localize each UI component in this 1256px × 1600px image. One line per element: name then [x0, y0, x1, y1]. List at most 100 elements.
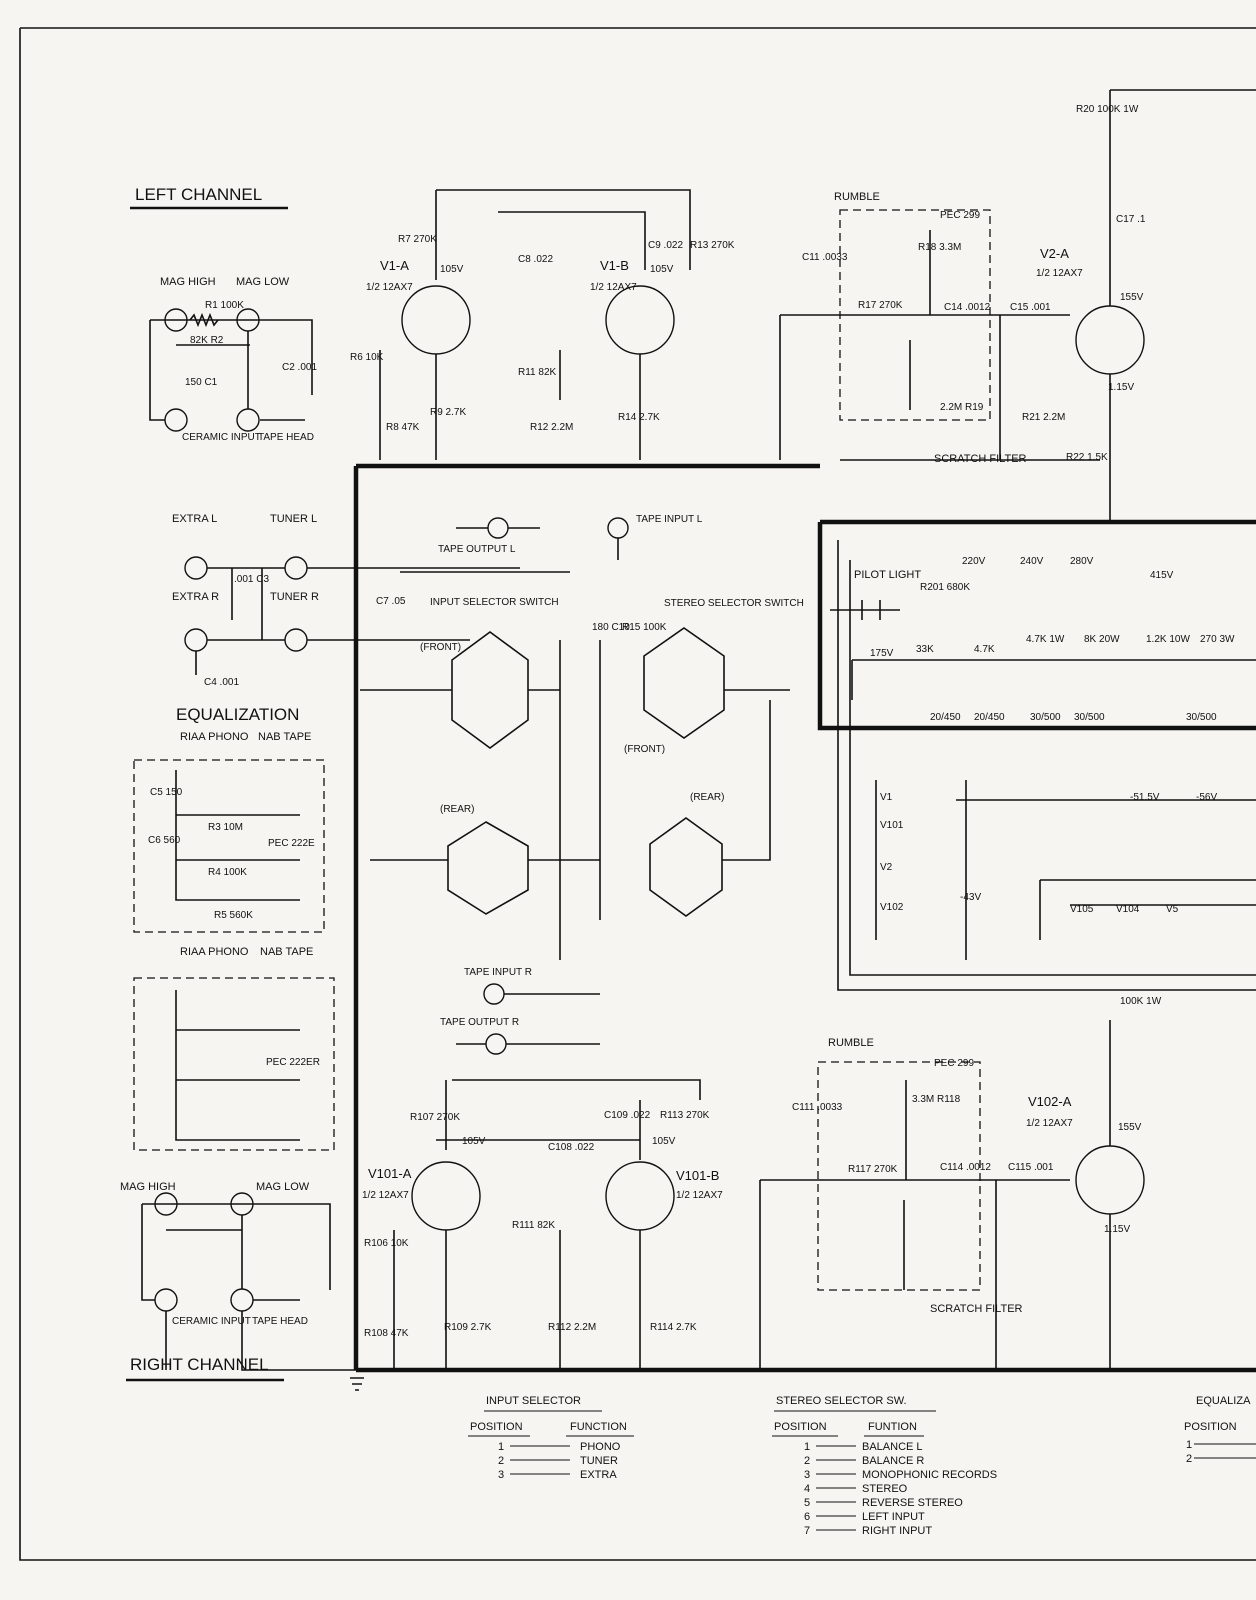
svg-text:R12 2.2M: R12 2.2M	[530, 422, 573, 433]
svg-text:1: 1	[804, 1441, 810, 1453]
filter-upper: RUMBLE PEC 299 SCRATCH FILTER C11 .0033 …	[779, 89, 1256, 520]
rumble-label-upper: RUMBLE	[834, 191, 880, 203]
legend-input-selector: INPUT SELECTOR POSITION FUNCTION 1 PHONO…	[468, 1395, 634, 1481]
svg-text:POSITION: POSITION	[774, 1421, 827, 1433]
svg-text:REVERSE STEREO: REVERSE STEREO	[862, 1497, 963, 1509]
svg-text:2: 2	[804, 1455, 810, 1467]
svg-text:C14 .0012: C14 .0012	[944, 302, 991, 313]
svg-text:C9 .022: C9 .022	[648, 240, 683, 251]
v1b-tube	[605, 285, 675, 355]
svg-text:-51.5V: -51.5V	[1130, 792, 1160, 803]
svg-text:1/2 12AX7: 1/2 12AX7	[590, 282, 637, 293]
ground-bus-left	[353, 463, 1256, 1373]
svg-text:R22 1.5K: R22 1.5K	[1066, 452, 1108, 463]
svg-text:R106 10K: R106 10K	[364, 1238, 409, 1249]
v2a-tube	[1075, 305, 1145, 375]
svg-text:R6 10K: R6 10K	[350, 352, 384, 363]
svg-text:C108 .022: C108 .022	[548, 1142, 595, 1153]
svg-text:RIGHT INPUT: RIGHT INPUT	[862, 1525, 932, 1537]
svg-text:2: 2	[1186, 1453, 1192, 1465]
svg-text:220V: 220V	[962, 556, 986, 567]
svg-text:V104: V104	[1116, 904, 1140, 915]
svg-text:105V: 105V	[462, 1136, 486, 1147]
svg-text:-56V: -56V	[1196, 792, 1217, 803]
svg-text:1.2K 10W: 1.2K 10W	[1146, 634, 1190, 645]
input-selector-legend-title: INPUT SELECTOR	[486, 1395, 581, 1407]
svg-text:R15 100K: R15 100K	[622, 622, 667, 633]
svg-text:270 3W: 270 3W	[1200, 634, 1235, 645]
svg-text:R113 270K: R113 270K	[660, 1110, 710, 1121]
svg-text:C15 .001: C15 .001	[1010, 302, 1051, 313]
tape-input-r-jack	[483, 983, 505, 1005]
svg-text:30/500: 30/500	[1074, 712, 1105, 723]
power-supply-box	[817, 519, 1256, 731]
svg-text:3: 3	[498, 1469, 504, 1481]
svg-text:(FRONT): (FRONT)	[420, 642, 461, 653]
ceramic-jack-r	[154, 1288, 178, 1312]
svg-text:8K 20W: 8K 20W	[1084, 634, 1120, 645]
svg-text:(REAR): (REAR)	[440, 804, 474, 815]
pilot-light-label: PILOT LIGHT	[854, 569, 921, 581]
svg-text:105V: 105V	[652, 1136, 676, 1147]
svg-text:33K: 33K	[916, 644, 934, 655]
svg-text:280V: 280V	[1070, 556, 1094, 567]
equalization-title: EQUALIZATION	[176, 705, 299, 724]
left-phono-inputs: MAG HIGH MAG LOW R1 100K 82K R2 C2 .001 …	[149, 276, 317, 443]
svg-text:C5 150: C5 150	[150, 787, 183, 798]
svg-text:4.7K: 4.7K	[974, 644, 995, 655]
svg-text:-43V: -43V	[960, 892, 981, 903]
svg-text:C17 .1: C17 .1	[1116, 214, 1146, 225]
svg-text:3: 3	[804, 1469, 810, 1481]
tape-output-l-label: TAPE OUTPUT L	[438, 544, 516, 555]
svg-text:V101: V101	[880, 820, 904, 831]
svg-text:4.7K 1W: 4.7K 1W	[1026, 634, 1065, 645]
svg-text:LEFT INPUT: LEFT INPUT	[862, 1511, 925, 1523]
svg-text:R14 2.7K: R14 2.7K	[618, 412, 660, 423]
v2a-label: V2-A	[1040, 246, 1069, 261]
svg-text:C111 .0033: C111 .0033	[792, 1102, 843, 1113]
svg-text:RIAA PHONO: RIAA PHONO	[180, 946, 249, 958]
svg-text:20/450: 20/450	[930, 712, 961, 723]
svg-text:3.3M R118: 3.3M R118	[912, 1094, 961, 1105]
svg-text:R107 270K: R107 270K	[410, 1112, 460, 1123]
svg-text:POSITION: POSITION	[1184, 1421, 1237, 1433]
svg-text:FUNTION: FUNTION	[868, 1421, 917, 1433]
v101b-tube	[605, 1161, 675, 1231]
svg-text:155V: 155V	[1120, 292, 1144, 303]
pec222er-label: PEC 222ER	[266, 1057, 320, 1068]
aux-inputs: EXTRA L TUNER L EXTRA R TUNER R .001 C3 …	[172, 513, 520, 688]
equalization-legend-title: EQUALIZA	[1196, 1395, 1251, 1407]
v102a-label: V102-A	[1028, 1094, 1072, 1109]
svg-text:R1 100K: R1 100K	[205, 300, 244, 311]
extra-l-jack	[184, 556, 208, 580]
svg-text:C7 .05: C7 .05	[376, 596, 406, 607]
svg-text:.001 C3: .001 C3	[234, 574, 269, 585]
svg-text:2: 2	[498, 1455, 504, 1467]
svg-text:MAG HIGH: MAG HIGH	[120, 1181, 176, 1193]
nab-tape-label: NAB TAPE	[258, 731, 311, 743]
svg-text:1.15V: 1.15V	[1108, 382, 1134, 393]
svg-text:(FRONT): (FRONT)	[624, 744, 665, 755]
tuner-l-label: TUNER L	[270, 513, 317, 525]
v1a-label: V1-A	[380, 258, 409, 273]
svg-text:R109 2.7K: R109 2.7K	[444, 1322, 492, 1333]
stereo-selector-rear	[649, 817, 723, 917]
svg-text:R117 270K: R117 270K	[848, 1164, 898, 1175]
v101a-tube	[411, 1161, 481, 1231]
tuner-r-label: TUNER R	[270, 591, 319, 603]
svg-text:POSITION: POSITION	[470, 1421, 523, 1433]
svg-text:R7 270K: R7 270K	[398, 234, 437, 245]
svg-text:V5: V5	[1166, 904, 1179, 915]
svg-text:1/2 12AX7: 1/2 12AX7	[1036, 268, 1083, 279]
svg-text:6: 6	[804, 1511, 810, 1523]
svg-text:30/500: 30/500	[1186, 712, 1217, 723]
v1b-label: V1-B	[600, 258, 629, 273]
power-supply: PILOT LIGHT R201 680K 220V 240V 280V 415…	[830, 540, 1256, 991]
svg-text:BALANCE R: BALANCE R	[862, 1455, 924, 1467]
svg-text:R18 3.3M: R18 3.3M	[918, 242, 961, 253]
svg-text:MONOPHONIC RECORDS: MONOPHONIC RECORDS	[862, 1469, 997, 1481]
svg-text:R20 100K 1W: R20 100K 1W	[1076, 104, 1139, 115]
svg-text:R114 2.7K: R114 2.7K	[650, 1322, 697, 1333]
mag-high-label: MAG HIGH	[160, 276, 216, 288]
